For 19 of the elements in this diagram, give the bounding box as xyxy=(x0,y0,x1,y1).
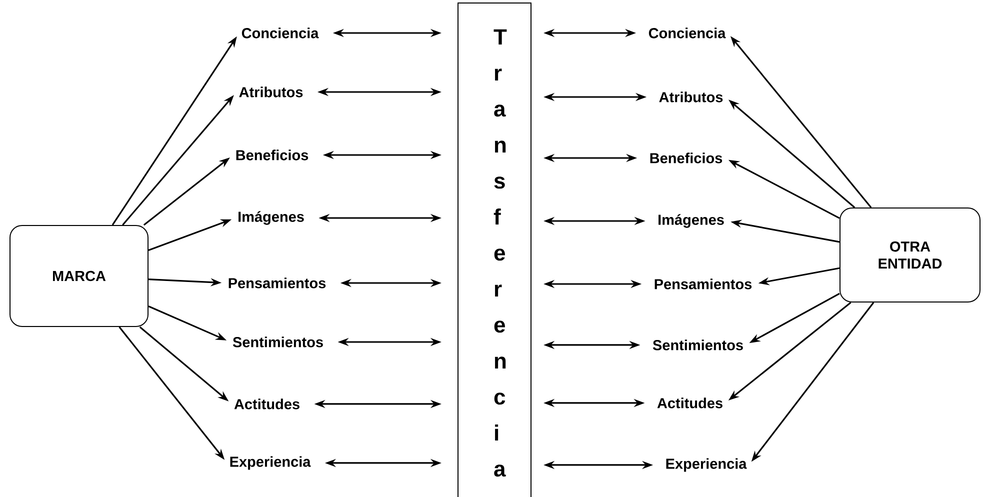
concept-label: Imágenes xyxy=(238,211,304,225)
entity-box: MARCA xyxy=(10,225,148,327)
vertical-text-box: Transferencia xyxy=(458,2,532,497)
concept-label: Actitudes xyxy=(234,398,300,410)
concept-label: Beneficios xyxy=(650,152,722,164)
concept-label: Pensamientos xyxy=(654,278,752,290)
concept-label: Atributos xyxy=(239,86,303,98)
concept-label: Experiencia xyxy=(230,456,311,470)
concept-label: Imágenes xyxy=(658,214,724,228)
concept-label: Actitudes xyxy=(657,398,722,408)
concept-label: Beneficios xyxy=(236,150,308,160)
concept-label: Sentimientos xyxy=(232,336,323,348)
concept-label: Experiencia xyxy=(666,458,747,472)
entity-box: OTRA ENTIDAD xyxy=(840,207,980,302)
concept-label: Conciencia xyxy=(242,28,319,38)
concept-label: Conciencia xyxy=(648,28,726,38)
concept-label: Pensamientos xyxy=(228,278,326,288)
concept-label: Atributos xyxy=(659,92,723,102)
concept-label: Sentimientos xyxy=(652,340,743,350)
